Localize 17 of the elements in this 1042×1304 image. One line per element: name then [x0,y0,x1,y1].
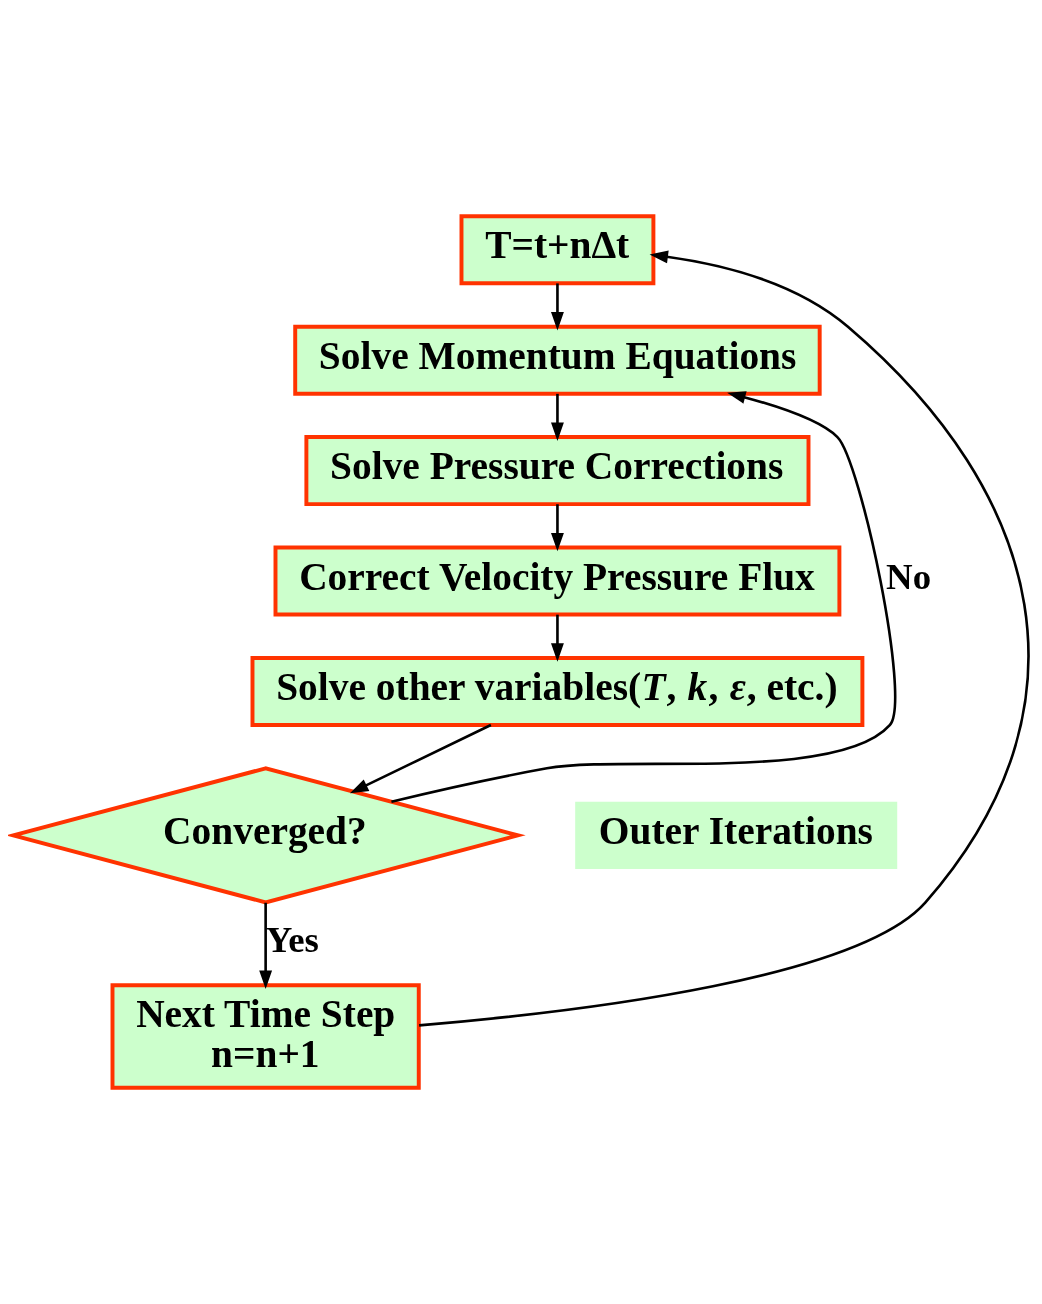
arrow [551,283,564,331]
arrow [551,614,564,662]
arrow [551,393,564,441]
arrow [259,902,273,990]
label: Outer Iterations [598,808,873,853]
node-box: T=t+nΔt [459,214,656,286]
arrow [551,504,564,552]
arrow [391,391,897,803]
node-box: Correct Velocity Pressure Flux [273,545,842,617]
node-box: Next Time Step n=n+1 [110,983,421,1090]
arrow [349,723,492,794]
edge-label: No [886,555,932,597]
node-diamond: Converged? [8,766,526,905]
node-box: Solve Pressure Corrections [304,435,811,507]
node-box: Solve other variables(T, k, ε, etc.) [250,655,865,727]
node-box: Solve Momentum Equations [293,324,822,396]
arrow [419,250,1030,1027]
